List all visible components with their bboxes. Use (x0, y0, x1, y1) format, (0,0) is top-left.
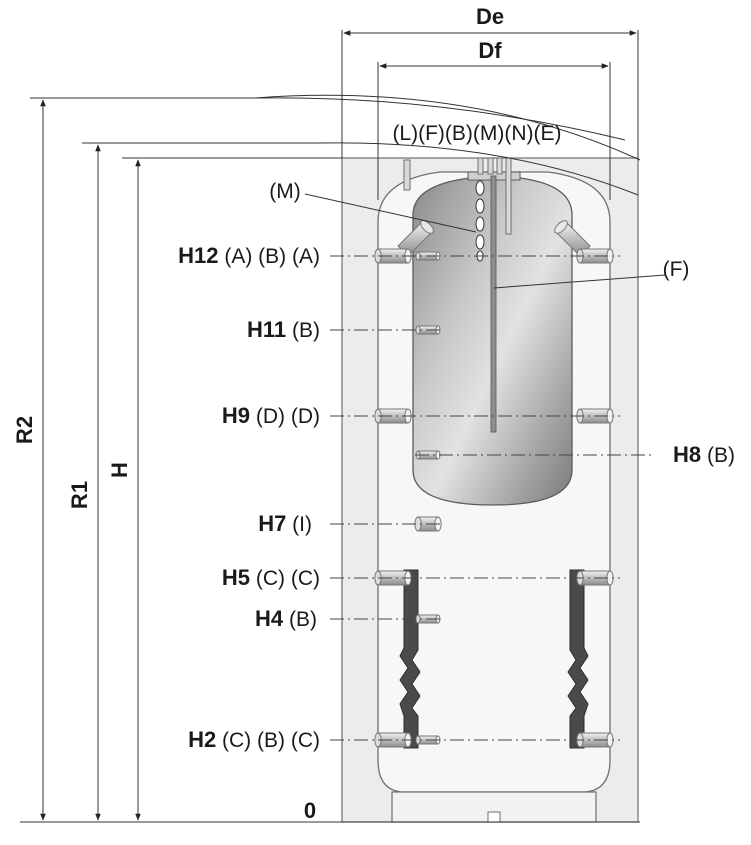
height-label-h5: H5 (C) (C) (222, 565, 320, 590)
level-lines (330, 255, 655, 741)
callout-f: (F) (663, 258, 690, 281)
height-label-h2: H2 (C) (B) (C) (188, 727, 320, 752)
height-label-h7: H7 (I) (258, 511, 312, 536)
dimension-labels: De Df R2 R1 H 0 (L)(F)(B)(M)(N)(E) (M) (… (12, 4, 689, 823)
callout-m: (M) (269, 180, 300, 203)
label-r2: R2 (12, 416, 37, 444)
heat-exchanger-left (399, 569, 421, 749)
label-r1: R1 (67, 481, 92, 509)
height-label-h4: H4 (B) (255, 606, 317, 631)
top-connections-label: (L)(F)(B)(M)(N)(E) (392, 122, 561, 145)
label-de: De (476, 4, 504, 29)
dimension-lines (20, 30, 666, 823)
label-zero: 0 (304, 798, 316, 823)
inner-dhw-tank (403, 157, 573, 506)
height-label-h9: H9 (D) (D) (222, 403, 320, 428)
dip-tube (490, 175, 497, 433)
label-df: Df (478, 38, 502, 63)
height-label-h8: H8 (B) (673, 442, 735, 467)
height-label-h11: H11 (B) (247, 317, 320, 342)
height-labels: H12 (A) (B) (A) H11 (B) H9 (D) (D) H8 (B… (178, 243, 735, 752)
label-h: H (107, 462, 132, 478)
height-label-h12: H12 (A) (B) (A) (178, 243, 320, 268)
heat-exchanger-right (567, 569, 589, 749)
